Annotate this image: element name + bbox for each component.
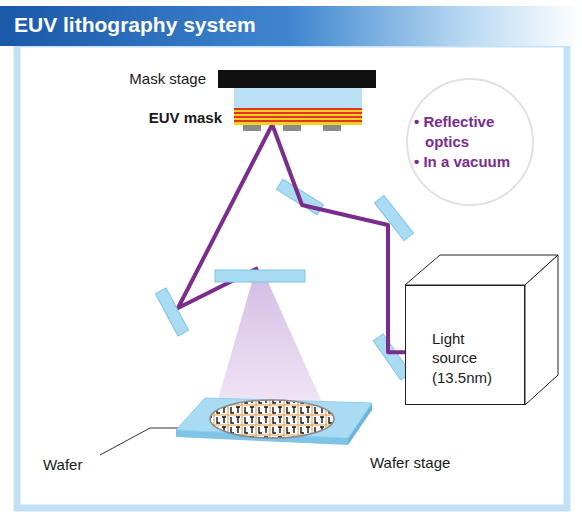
bullet-list: • Reflective optics• In a vacuum <box>414 111 526 173</box>
feature-text: • In a vacuum <box>414 152 526 172</box>
feature-circle: • Reflective optics• In a vacuum <box>405 77 535 207</box>
light-source-box: Light source (13.5nm) <box>405 285 525 405</box>
mask-stage: Mask stage <box>218 70 376 88</box>
frame <box>17 44 567 508</box>
part-label: Wafer <box>43 456 82 473</box>
circle <box>407 79 533 205</box>
title-band <box>0 6 582 46</box>
stage-outline <box>172 395 377 450</box>
euv-beam <box>178 125 272 308</box>
euv-beam <box>272 125 405 352</box>
part-label: Light source (13.5nm) <box>432 329 512 388</box>
circle-outline <box>405 77 535 207</box>
light-source-housing <box>405 255 558 405</box>
part-label: Mask stage <box>129 69 206 89</box>
stage-top <box>176 398 372 438</box>
part-label: EUV mask <box>149 108 222 128</box>
wafer <box>210 400 334 438</box>
euv-mask: EUV mask <box>234 88 362 125</box>
mirrors <box>155 179 413 380</box>
wafer-stage: Wafer stage <box>172 395 377 450</box>
part-label: Wafer stage <box>370 453 450 473</box>
absorber-pattern <box>243 125 341 131</box>
title: EUV lithography system <box>14 13 256 37</box>
feature-text: • Reflective optics <box>414 112 526 151</box>
